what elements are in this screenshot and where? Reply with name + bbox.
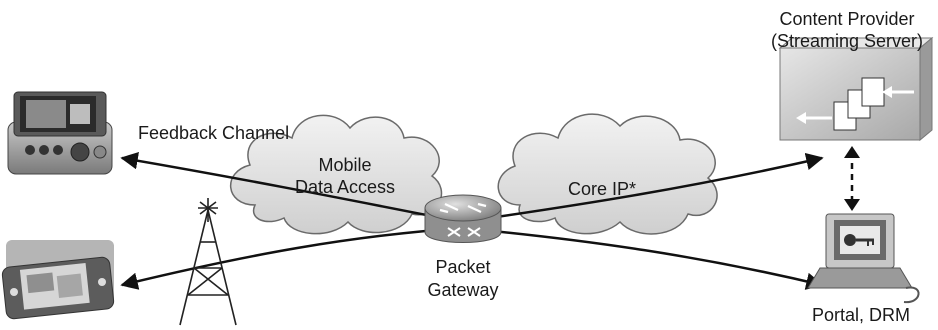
mobile-phone-icon bbox=[7, 91, 113, 175]
arrow-to-portal-drm bbox=[461, 226, 824, 290]
core-ip-label: Core IP* bbox=[568, 179, 637, 199]
streaming-server-label: (Streaming Server) bbox=[770, 31, 924, 51]
connection-arrows bbox=[120, 152, 824, 290]
data-access-label: Data Access bbox=[294, 177, 396, 197]
feedback-channel-label: Feedback Channel bbox=[138, 123, 290, 143]
arrow-to-bottom-handheld bbox=[120, 226, 463, 290]
content-provider-label: Content Provider bbox=[779, 9, 915, 29]
server-portal-dashed-arrow bbox=[844, 146, 860, 211]
router-icon bbox=[424, 194, 502, 243]
handheld-device-icon bbox=[1, 240, 115, 320]
packet-label: Packet bbox=[435, 257, 491, 277]
streaming-server-icon bbox=[778, 36, 934, 142]
cell-tower-icon bbox=[179, 198, 237, 326]
mobile-label: Mobile bbox=[318, 155, 372, 175]
gateway-label: Gateway bbox=[427, 280, 499, 300]
portal-drm-computer-icon bbox=[807, 213, 920, 304]
portal-drm-label: Portal, DRM bbox=[812, 305, 911, 325]
arrow-to-top-phone bbox=[120, 152, 463, 224]
arrow-to-content-provider bbox=[461, 152, 824, 224]
mobile-data-access-cloud bbox=[230, 114, 443, 235]
core-ip-cloud bbox=[497, 113, 718, 235]
